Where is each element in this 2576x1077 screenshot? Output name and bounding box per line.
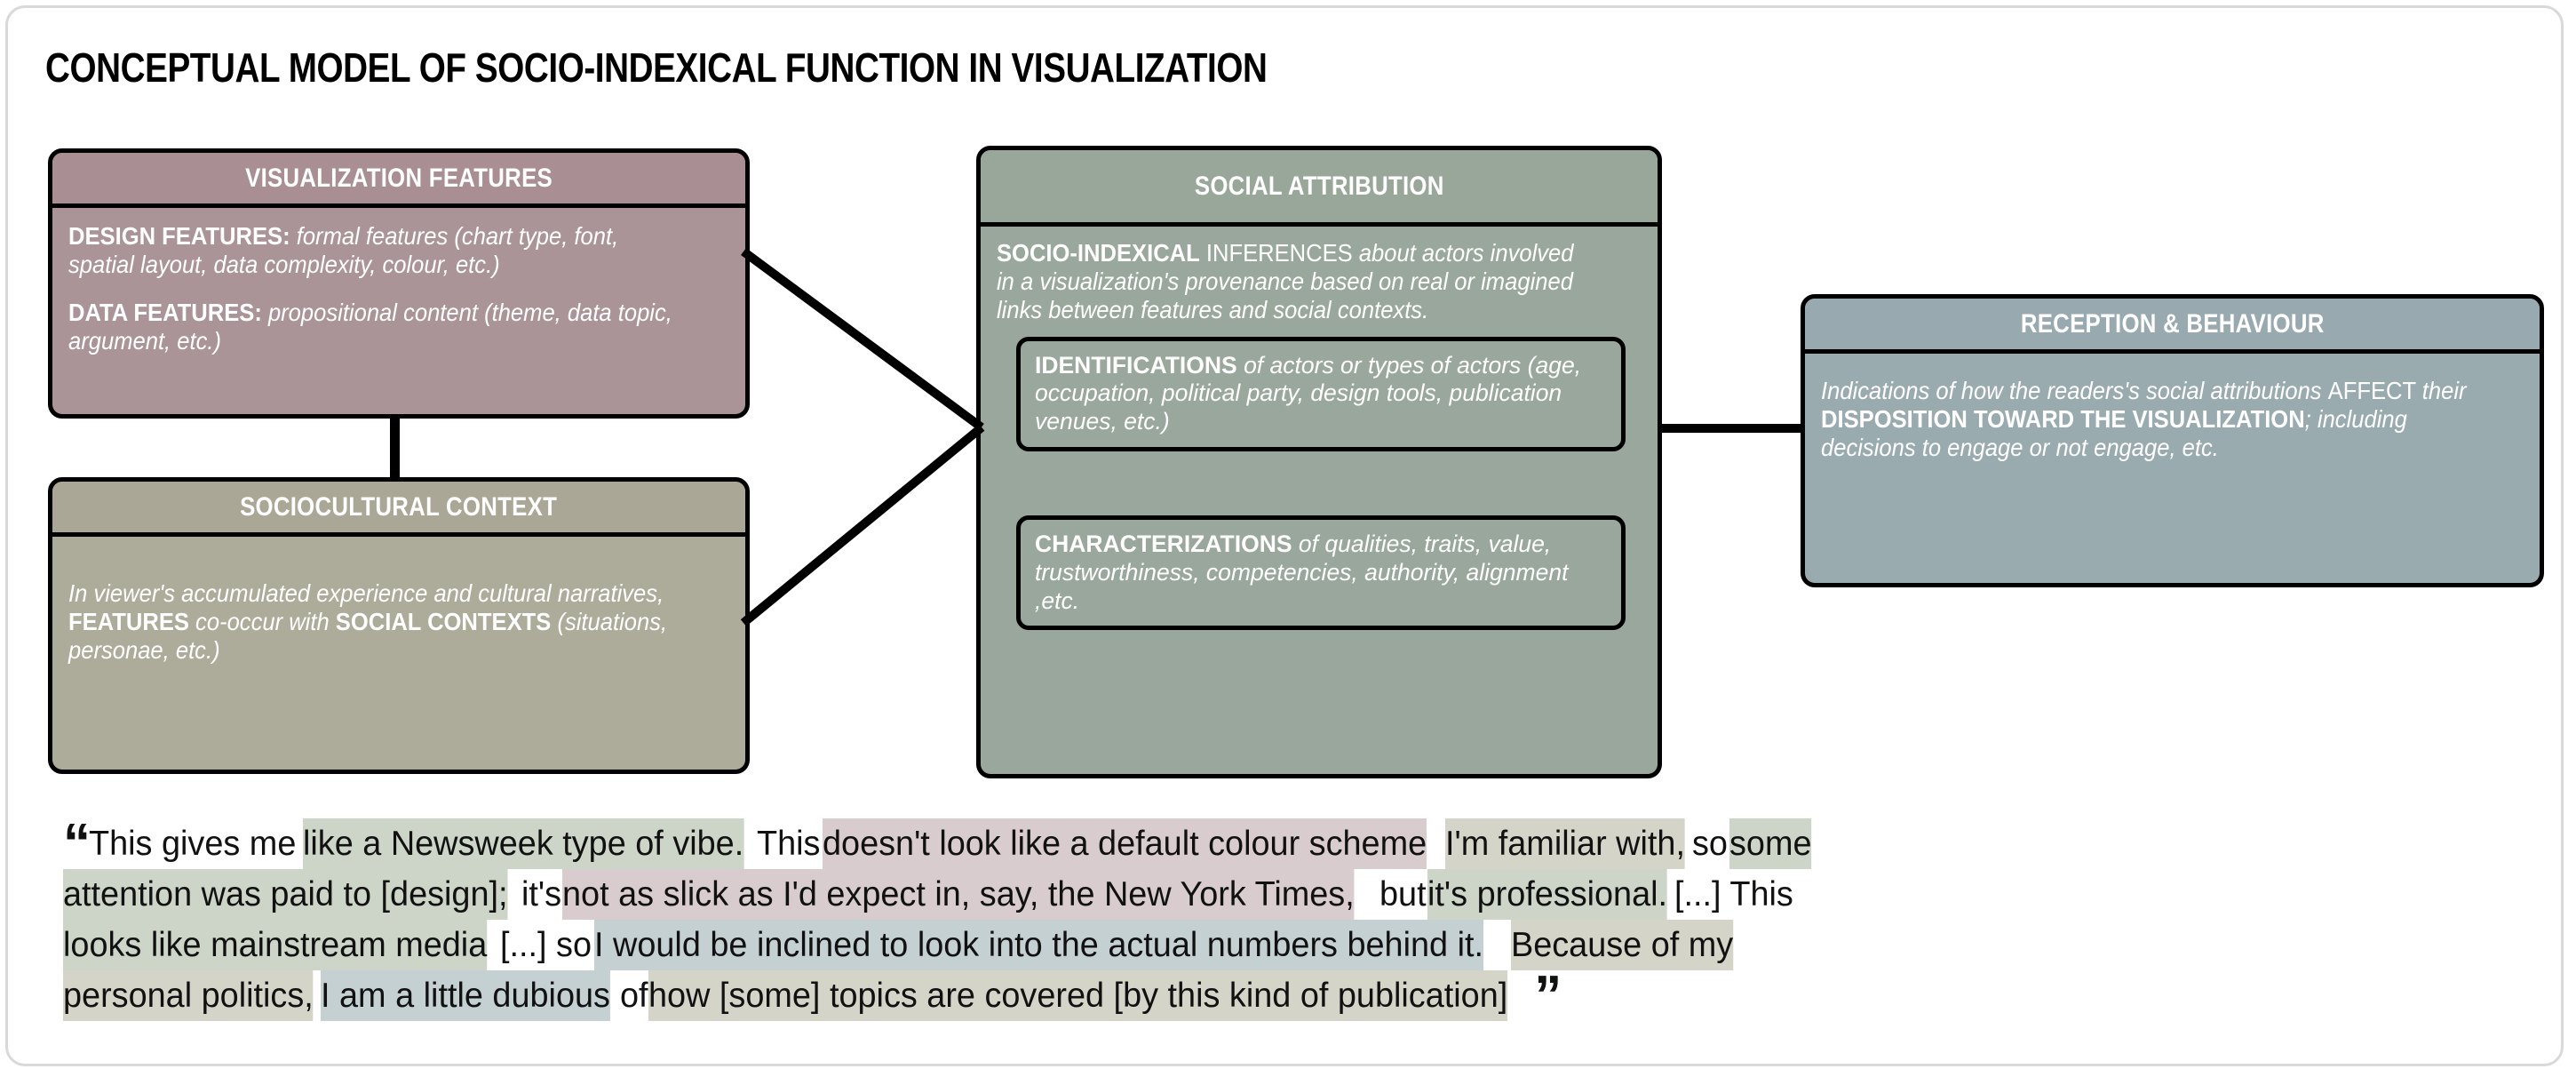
quote-open-mark: “ <box>63 813 91 874</box>
box-header-reception-behaviour: RECEPTION & BEHAVIOUR <box>1805 299 2540 354</box>
quote-line: looks like mainstream media [...] so I w… <box>63 920 2515 970</box>
box-social-attribution: SOCIAL ATTRIBUTION SOCIO-INDEXICAL INFER… <box>976 146 1662 778</box>
rb-part-4: ; including decisions to engage or not e… <box>1821 404 2407 461</box>
box-body-social-attribution: SOCIO-INDEXICAL INFERENCES about actors … <box>981 227 1658 631</box>
data-features-lead: DATA FEATURES: <box>68 298 262 326</box>
box-header-label: SOCIOCULTURAL CONTEXT <box>240 491 558 522</box>
design-features-lead: DESIGN FEATURES: <box>68 222 290 250</box>
box-header-visualization-features: VISUALIZATION FEATURES <box>52 153 745 208</box>
subcard-identifications: IDENTIFICATIONS of actors or types of ac… <box>1016 336 1626 452</box>
box-body-sociocultural-context: In viewer's accumulated experience and c… <box>52 537 745 674</box>
sa-part-2: about actors involved in a visualization… <box>997 239 1574 323</box>
sa-part-0: SOCIO-INDEXICAL <box>997 239 1200 267</box>
quote-segment: I would be inclined to look into the act… <box>594 920 1484 970</box>
quote-segment: [...] so <box>500 926 592 964</box>
sociocultural-paragraph: In viewer's accumulated experience and c… <box>68 579 683 665</box>
sc-part-2: co-occur with <box>188 607 336 635</box>
identifications-lead: IDENTIFICATIONS <box>1035 351 1237 379</box>
connector-context-to-social <box>740 424 985 626</box>
characterizations-lead: CHARACTERIZATIONS <box>1035 531 1292 558</box>
box-body-visualization-features: DESIGN FEATURES: formal features (chart … <box>52 208 745 364</box>
characterizations-rest: of qualities, traits, value, trustworthi… <box>1035 531 1569 614</box>
sa-part-1: INFERENCES <box>1199 239 1359 267</box>
design-features-rest: formal features (chart type, font, spati… <box>68 222 619 278</box>
box-body-reception-behaviour: Indications of how the readers's social … <box>1805 354 2540 471</box>
rb-part-1: AFFECT <box>2327 377 2422 404</box>
box-header-label: RECEPTION & BEHAVIOUR <box>2020 308 2325 339</box>
quote-segment: it's professional. <box>1427 869 1668 920</box>
quote-line: attention was paid to [design]; it's not… <box>63 869 2515 920</box>
quote-line: personal politics, I am a little dubious… <box>63 969 2515 1024</box>
quote-segment: [...] This <box>1674 875 1794 913</box>
quote-segment: so <box>1692 825 1729 863</box>
sc-part-4: (situations, personae, etc.) <box>68 607 668 664</box>
connector-social-to-reception <box>1658 424 1804 433</box>
quote-segment: some <box>1729 818 1812 869</box>
subcard-characterizations: CHARACTERIZATIONS of qualities, traits, … <box>1016 515 1626 631</box>
quote-segment: This gives me <box>89 825 297 863</box>
box-header-sociocultural-context: SOCIOCULTURAL CONTEXT <box>52 482 745 537</box>
box-header-label: SOCIAL ATTRIBUTION <box>1194 171 1444 201</box>
quote-segment: of <box>619 977 648 1015</box>
identifications-rest: of actors or types of actors (age, occup… <box>1035 351 1582 435</box>
quote-segment: attention was paid to [design]; <box>63 869 508 920</box>
quote-segment: how [some] topics are covered [by this k… <box>648 970 1508 1021</box>
rb-part-0: Indications of how the readers's social … <box>1821 377 2328 404</box>
rb-part-3: DISPOSITION TOWARD THE VISUALIZATION <box>1821 404 2305 433</box>
connector-features-to-context <box>390 417 400 479</box>
box-header-label: VISUALIZATION FEATURES <box>245 163 553 193</box>
quote-segment: like a Newsweek type of vibe. <box>302 818 743 869</box>
quote-segment: but <box>1379 875 1427 913</box>
quote-segment: Because of my <box>1511 920 1734 970</box>
box-reception-behaviour: RECEPTION & BEHAVIOUR Indications of how… <box>1801 294 2544 587</box>
sc-part-0: In viewer's accumulated experience and c… <box>68 579 664 607</box>
quote-line: “This gives me like a Newsweek type of v… <box>63 817 2515 872</box>
quote-segment: not as slick as I'd expect in, say, the … <box>562 869 1356 920</box>
sc-part-1: FEATURES <box>68 607 189 635</box>
box-header-social-attribution: SOCIAL ATTRIBUTION <box>981 150 1658 227</box>
connector-features-to-social <box>741 247 984 432</box>
quote-close-mark: ” <box>1534 965 1562 1026</box>
participant-quote: “This gives me like a Newsweek type of v… <box>63 817 2515 1024</box>
data-features-rest: propositional content (theme, data topic… <box>68 298 672 355</box>
diagram-frame: CONCEPTUAL MODEL OF SOCIO-INDEXICAL FUNC… <box>5 5 2564 1066</box>
page-title: CONCEPTUAL MODEL OF SOCIO-INDEXICAL FUNC… <box>45 44 1268 91</box>
reception-paragraph: Indications of how the readers's social … <box>1821 377 2475 462</box>
quote-segment: looks like mainstream media <box>63 920 488 970</box>
quote-segment: I'm familiar with, <box>1445 818 1686 869</box>
box-sociocultural-context: SOCIOCULTURAL CONTEXT In viewer's accumu… <box>48 477 750 774</box>
design-features-paragraph: DESIGN FEATURES: formal features (chart … <box>68 222 683 279</box>
quote-segment: I am a little dubious <box>321 970 611 1021</box>
social-attribution-paragraph: SOCIO-INDEXICAL INFERENCES about actors … <box>997 239 1596 324</box>
quote-segment: personal politics, <box>63 970 314 1021</box>
quote-segment: it's <box>521 875 562 913</box>
sc-part-3: SOCIAL CONTEXTS <box>335 607 552 635</box>
box-visualization-features: VISUALIZATION FEATURES DESIGN FEATURES: … <box>48 148 750 419</box>
quote-segment: doesn't look like a default colour schem… <box>822 818 1427 869</box>
data-features-paragraph: DATA FEATURES: propositional content (th… <box>68 299 683 355</box>
quote-segment: This <box>757 825 821 863</box>
rb-part-2: their <box>2421 377 2467 404</box>
